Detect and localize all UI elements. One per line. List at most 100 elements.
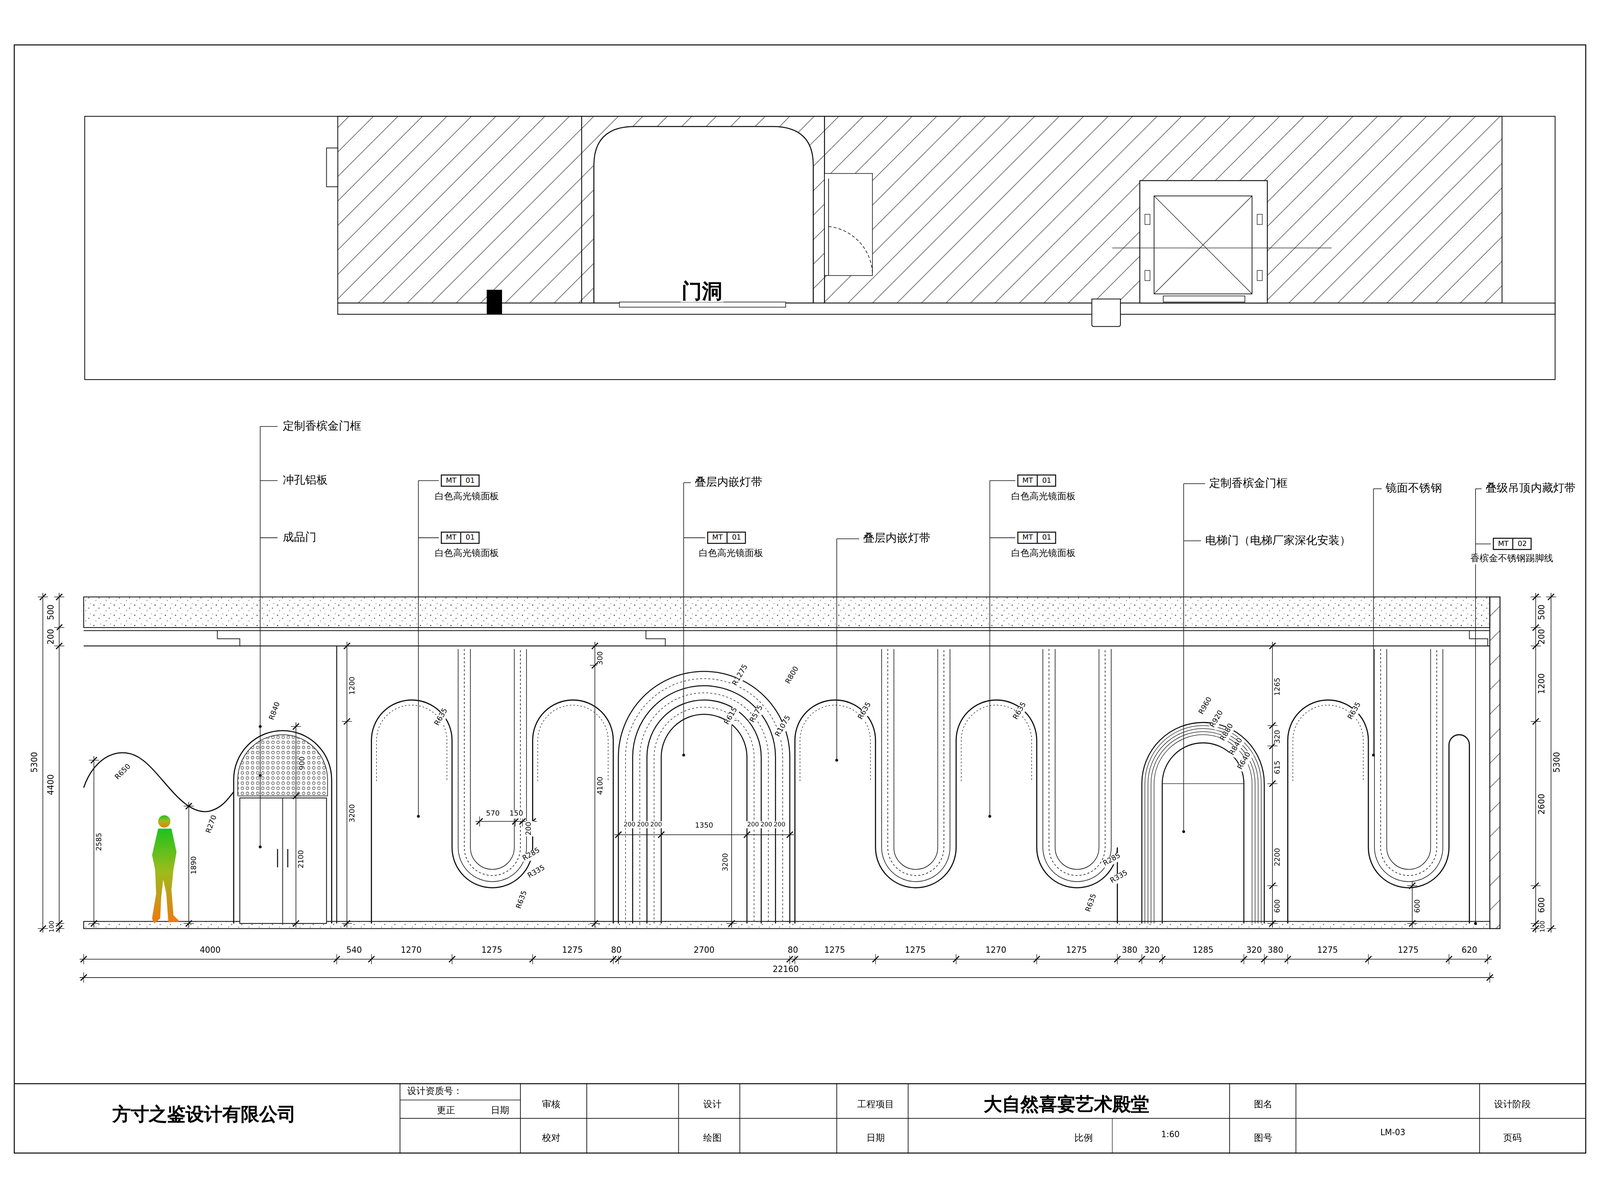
callout-label: 叠层内嵌灯带 bbox=[694, 476, 764, 489]
dimension-line bbox=[93, 756, 95, 928]
callout-label: 叠层内嵌灯带 bbox=[862, 532, 932, 546]
dimension-line bbox=[1535, 592, 1537, 933]
extension-line bbox=[1530, 645, 1542, 646]
title-text: 方寸之鉴设计有限公司 bbox=[111, 1104, 297, 1125]
dimension-text: 200 bbox=[622, 821, 637, 828]
extension-line bbox=[589, 923, 600, 924]
dimension-text: R635 bbox=[1084, 892, 1100, 914]
title-text: 大自然喜宴艺术殿堂 bbox=[982, 1094, 1150, 1115]
extension-line bbox=[746, 829, 748, 840]
dimension-text: 600 bbox=[1274, 898, 1283, 914]
extension-line bbox=[1117, 954, 1118, 965]
door-swing-area bbox=[824, 173, 873, 276]
title-block-line bbox=[14, 1083, 1586, 1085]
dimension-line bbox=[79, 977, 1494, 978]
extension-line bbox=[54, 645, 65, 646]
dimension-line bbox=[79, 958, 1492, 960]
callout-label: 白色高光镜面板 bbox=[698, 549, 765, 560]
extension-line bbox=[660, 829, 662, 840]
light-strip bbox=[1042, 648, 1112, 882]
leader-line bbox=[418, 480, 439, 482]
elevator-rail bbox=[1144, 270, 1150, 281]
leader-line bbox=[989, 480, 1016, 482]
extension-line bbox=[290, 923, 302, 924]
dimension-text: R635 bbox=[1346, 700, 1364, 723]
dimension-text: 1275 bbox=[1065, 946, 1088, 956]
dimension-text: 1275 bbox=[561, 946, 584, 956]
leader-line bbox=[989, 480, 991, 817]
leader-line bbox=[260, 537, 278, 539]
dimension-text: 320 bbox=[1274, 728, 1283, 745]
extension-line bbox=[532, 954, 533, 965]
extension-line bbox=[1267, 745, 1278, 746]
extension-line bbox=[1162, 954, 1163, 965]
dimension-text: 4000 bbox=[198, 946, 222, 956]
leader-dot bbox=[1474, 922, 1477, 925]
dimension-text: 1275 bbox=[823, 946, 846, 956]
leader-line bbox=[836, 538, 838, 761]
dimension-text: 320 bbox=[1245, 946, 1263, 956]
wall-hatch bbox=[824, 116, 1502, 304]
plan-frame bbox=[84, 116, 1556, 380]
extension-line bbox=[1141, 954, 1142, 965]
leader-line bbox=[260, 480, 278, 482]
wave-panel-outline bbox=[83, 752, 234, 812]
extension-line bbox=[726, 923, 737, 924]
dimension-text: R650 bbox=[113, 762, 134, 783]
extension-line bbox=[1530, 721, 1542, 722]
column bbox=[486, 289, 502, 314]
extension-line bbox=[1267, 783, 1278, 784]
material-tag: MT01 bbox=[707, 531, 747, 545]
extension-line bbox=[1487, 954, 1488, 965]
dimension-text: 900 bbox=[299, 755, 308, 772]
dimension-text: 1200 bbox=[349, 675, 358, 696]
leader-line bbox=[683, 482, 691, 484]
material-tag: MT02 bbox=[1492, 537, 1532, 551]
floor-box bbox=[1092, 298, 1121, 327]
extension-line bbox=[1036, 954, 1037, 965]
elevator-rail bbox=[1144, 214, 1150, 225]
dimension-text: R285 bbox=[520, 846, 543, 864]
leader-line bbox=[683, 482, 684, 756]
extension-line bbox=[479, 816, 480, 827]
extension-line bbox=[290, 726, 302, 727]
dimension-text: 2100 bbox=[298, 849, 306, 870]
extension-line bbox=[1287, 954, 1288, 965]
leader-line bbox=[1475, 488, 1482, 490]
light-strip bbox=[1055, 648, 1100, 870]
material-tag: MT01 bbox=[440, 474, 480, 488]
dimension-line bbox=[346, 642, 348, 928]
elevator-door-frame bbox=[1151, 731, 1256, 924]
person-figure bbox=[152, 828, 180, 924]
dimension-text: 500 bbox=[47, 603, 57, 622]
extension-line bbox=[183, 806, 194, 807]
callout-label: 设计资质号： bbox=[406, 1086, 464, 1097]
leader-line bbox=[836, 538, 860, 540]
extension-line bbox=[794, 954, 796, 965]
extension-line bbox=[290, 795, 302, 796]
dimension-text: 1275 bbox=[1316, 946, 1339, 956]
extension-line bbox=[1407, 923, 1418, 924]
wall-section bbox=[1489, 596, 1500, 929]
light-strip bbox=[470, 648, 515, 870]
wall-hatch bbox=[337, 116, 582, 304]
extension-line bbox=[1530, 596, 1542, 598]
tag-text: 01 bbox=[460, 532, 479, 544]
dimension-text: 校对 bbox=[540, 1133, 562, 1144]
elevator-car bbox=[1154, 196, 1252, 294]
dimension-text: R960 bbox=[1197, 695, 1215, 718]
elevator-cross bbox=[1154, 196, 1252, 294]
elevator-shaft bbox=[1139, 180, 1268, 304]
dimension-text: 1270 bbox=[984, 946, 1008, 956]
dimension-text: 80 bbox=[786, 946, 800, 956]
extension-line bbox=[1546, 596, 1557, 598]
title-block-line bbox=[1112, 1118, 1113, 1154]
dimension-text: R335 bbox=[526, 864, 548, 882]
extension-line bbox=[371, 954, 372, 965]
extension-line bbox=[1267, 725, 1278, 726]
dimension-text: 200 bbox=[47, 628, 57, 646]
dimension-text: 570 bbox=[485, 810, 501, 819]
dimension-text: 3200 bbox=[722, 852, 731, 873]
extension-line bbox=[54, 928, 65, 929]
dimension-text: LM-03 bbox=[1379, 1129, 1406, 1138]
